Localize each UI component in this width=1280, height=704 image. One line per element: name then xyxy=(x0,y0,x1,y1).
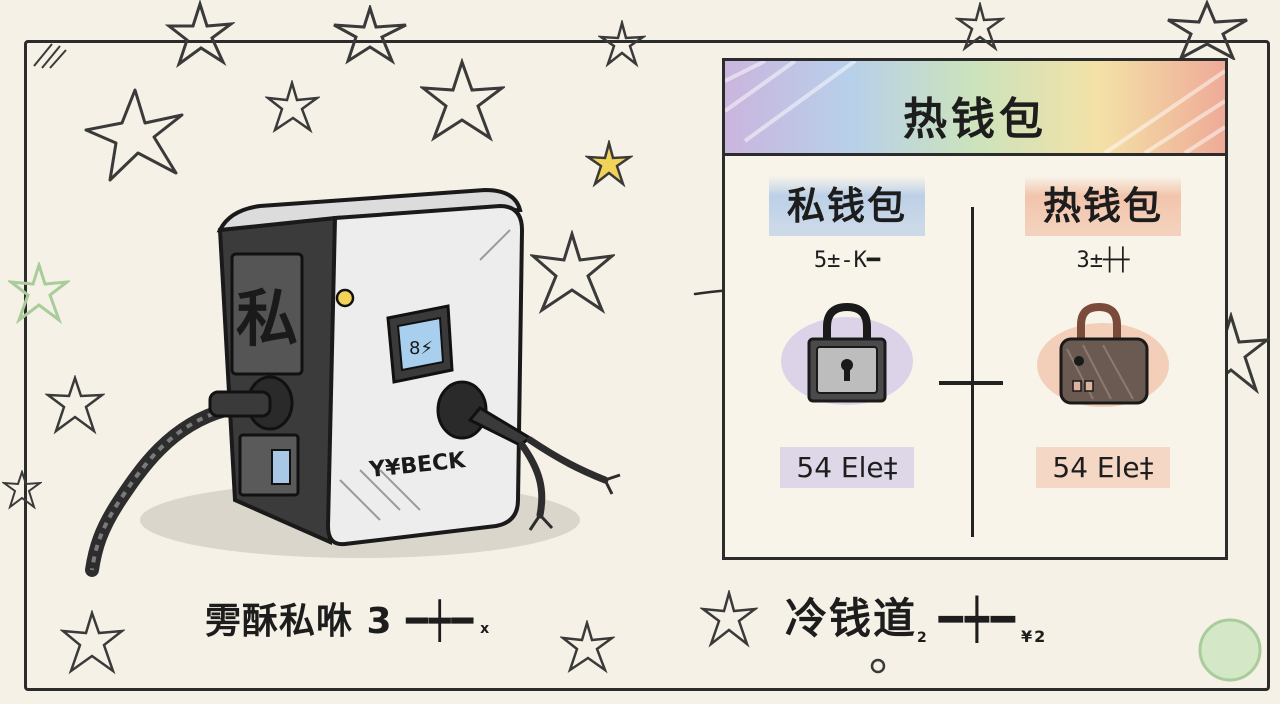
device-caption-suffix: x xyxy=(480,621,491,637)
column-divider xyxy=(971,207,974,537)
rainbow-wash xyxy=(725,61,1225,153)
star-icon xyxy=(585,140,633,188)
private-wallet-value: 54 Ele‡ xyxy=(780,447,914,488)
device-caption: 雱酥私咻 3 ━┿━ x xyxy=(205,592,490,644)
star-icon xyxy=(8,262,70,324)
star-icon xyxy=(420,58,505,142)
star-icon xyxy=(560,620,615,674)
star-icon xyxy=(45,375,105,435)
center-tick xyxy=(939,381,1003,385)
device-caption-marks: ━┿━ xyxy=(406,601,475,642)
panel-header: 热钱包 xyxy=(725,61,1225,156)
panel-title: 热钱包 xyxy=(903,94,1047,145)
outer-frame xyxy=(24,40,1270,691)
pencil-marks-icon xyxy=(33,43,67,69)
star-icon xyxy=(84,88,184,182)
private-wallet-subtitle: 5±-K━ xyxy=(813,248,881,273)
star-icon xyxy=(1167,0,1248,60)
hot-wallet-icon-wrap xyxy=(993,299,1213,409)
panel-caption-sub: 2 xyxy=(917,630,929,646)
panel-caption-suffix: ¥2 xyxy=(1021,627,1048,646)
star-icon xyxy=(333,5,407,65)
star-icon xyxy=(700,590,758,648)
device-screen-text: 8⚡ xyxy=(409,338,433,359)
star-icon xyxy=(165,0,235,68)
star-icon xyxy=(955,2,1005,52)
unlocked-case-icon xyxy=(1037,302,1169,407)
star-icon xyxy=(598,20,646,68)
device-caption-text: 雱酥私咻 3 xyxy=(205,601,393,642)
wallet-comparison-panel: 热钱包 私钱包 5±-K━ 54 Ele‡ 热钱包 3±┼┼ xyxy=(722,58,1228,560)
star-icon xyxy=(530,230,615,314)
hot-wallet-title: 热钱包 xyxy=(1024,169,1181,236)
private-wallet-icon-wrap xyxy=(737,299,957,409)
panel-caption-text: 冷钱道 xyxy=(785,594,918,643)
private-wallet-title: 私钱包 xyxy=(768,169,925,236)
device-side-label: 私 xyxy=(236,282,298,355)
panel-caption: 冷钱道2 ━┿━¥2 xyxy=(785,585,1047,646)
hardware-wallet-illustration: 私 8⚡ Y¥BECK xyxy=(85,187,621,577)
hot-wallet-value: 54 Ele‡ xyxy=(1036,447,1170,488)
small-circle-icon xyxy=(870,658,886,674)
star-icon xyxy=(2,470,42,510)
panel-caption-marks: ━┿━ xyxy=(938,597,1018,643)
sticker-icon xyxy=(1198,618,1262,682)
padlock-icon xyxy=(781,302,913,405)
star-icon xyxy=(60,610,125,675)
private-wallet-column: 私钱包 5±-K━ 54 Ele‡ xyxy=(737,169,957,488)
star-icon xyxy=(265,80,320,134)
hot-wallet-subtitle: 3±┼┼ xyxy=(1076,248,1130,273)
hot-wallet-column: 热钱包 3±┼┼ 54 Ele‡ xyxy=(993,169,1213,488)
